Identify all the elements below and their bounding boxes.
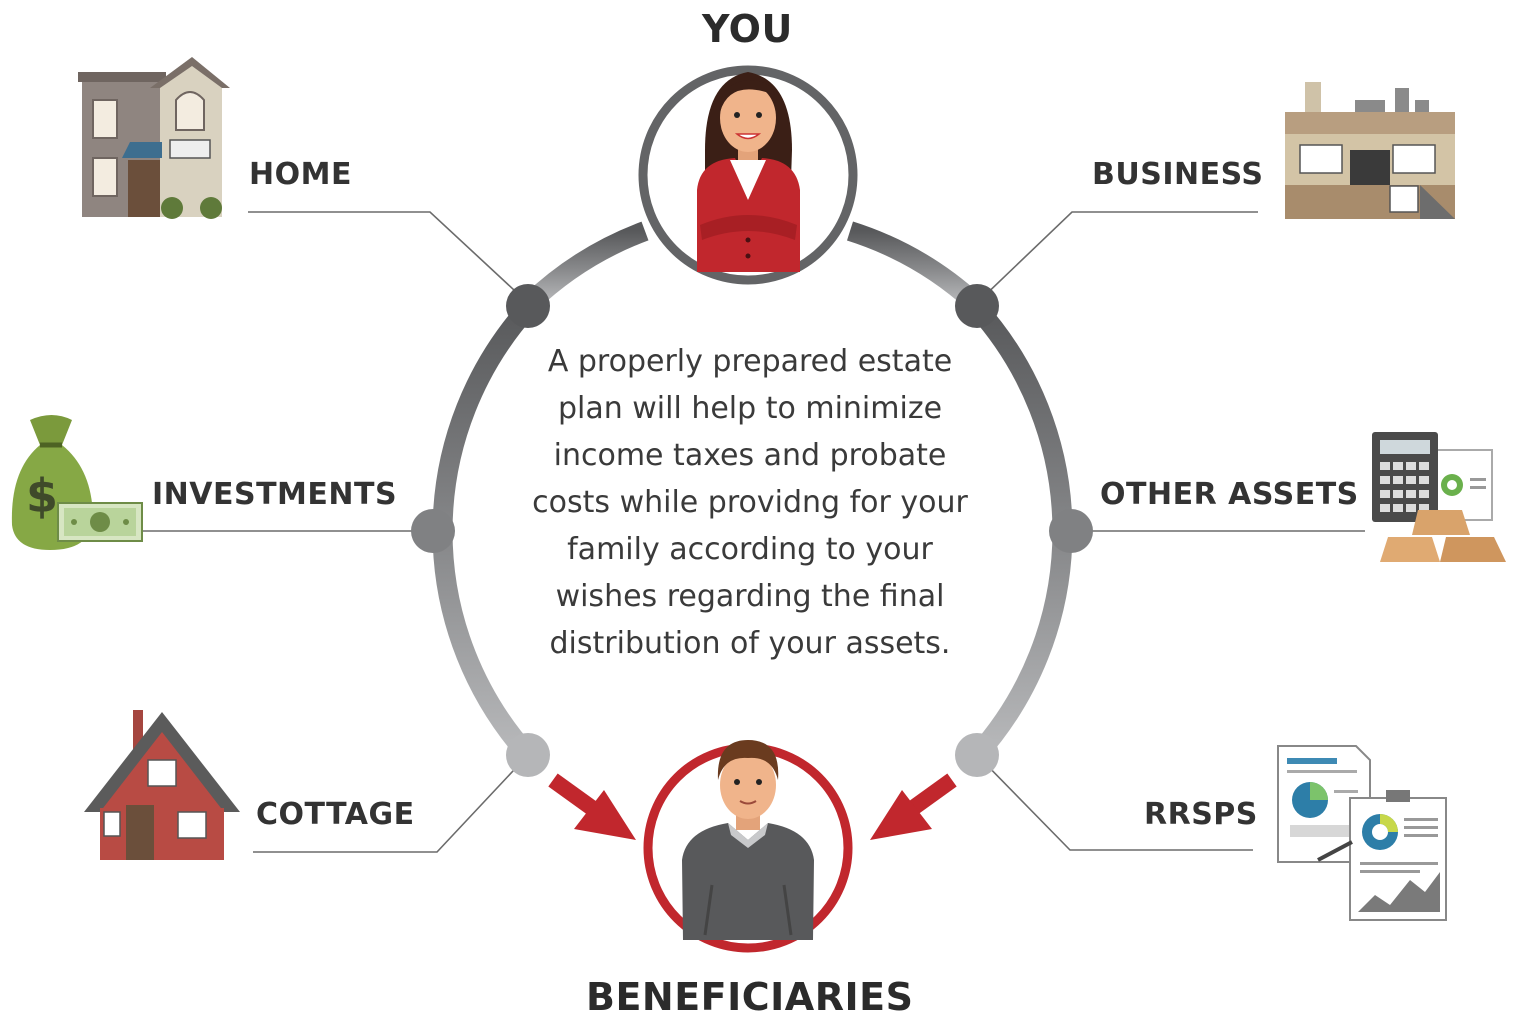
woman-icon	[697, 72, 800, 272]
home-icon	[78, 57, 230, 219]
ring-arc-left	[432, 301, 536, 762]
node-dot-other-assets	[1049, 509, 1093, 553]
home-label: HOME	[249, 157, 352, 192]
center-description: A properly prepared estate plan will hel…	[532, 344, 968, 661]
arrow-left	[548, 773, 636, 840]
business-label: BUSINESS	[1092, 157, 1264, 192]
you-avatar	[638, 65, 858, 285]
leader-line-rrsps	[976, 754, 1253, 851]
ring-arc-top-right	[846, 221, 982, 311]
leader-lines	[140, 211, 1365, 853]
beneficiaries-avatar	[643, 740, 853, 953]
node-dot-investments	[411, 509, 455, 553]
arrow-right	[870, 773, 957, 840]
rrsps-label: RRSPS	[1144, 797, 1258, 832]
cottage-icon	[84, 710, 240, 860]
node-dots	[411, 284, 1093, 777]
calculator-gold-icon	[1372, 432, 1506, 562]
node-dot-home	[506, 284, 550, 328]
leader-line-business	[976, 211, 1258, 304]
other-assets-label: OTHER ASSETS	[1100, 477, 1359, 512]
investments-label: INVESTMENTS	[152, 477, 398, 512]
node-dot-rrsps	[955, 733, 999, 777]
man-icon	[682, 740, 814, 940]
money-bag-icon: $	[11, 415, 143, 550]
node-dot-business	[955, 284, 999, 328]
ring-arc-top-left	[523, 221, 649, 311]
node-dot-cottage	[506, 733, 550, 777]
report-documents-icon	[1277, 745, 1447, 921]
leader-line-cottage	[253, 754, 529, 853]
you-title: YOU	[702, 7, 793, 51]
svg-text:$: $	[26, 469, 58, 523]
cottage-label: COTTAGE	[256, 797, 415, 832]
business-icon	[1285, 82, 1455, 219]
leader-line-home	[248, 211, 529, 304]
beneficiaries-title: BENEFICIARIES	[586, 975, 914, 1019]
